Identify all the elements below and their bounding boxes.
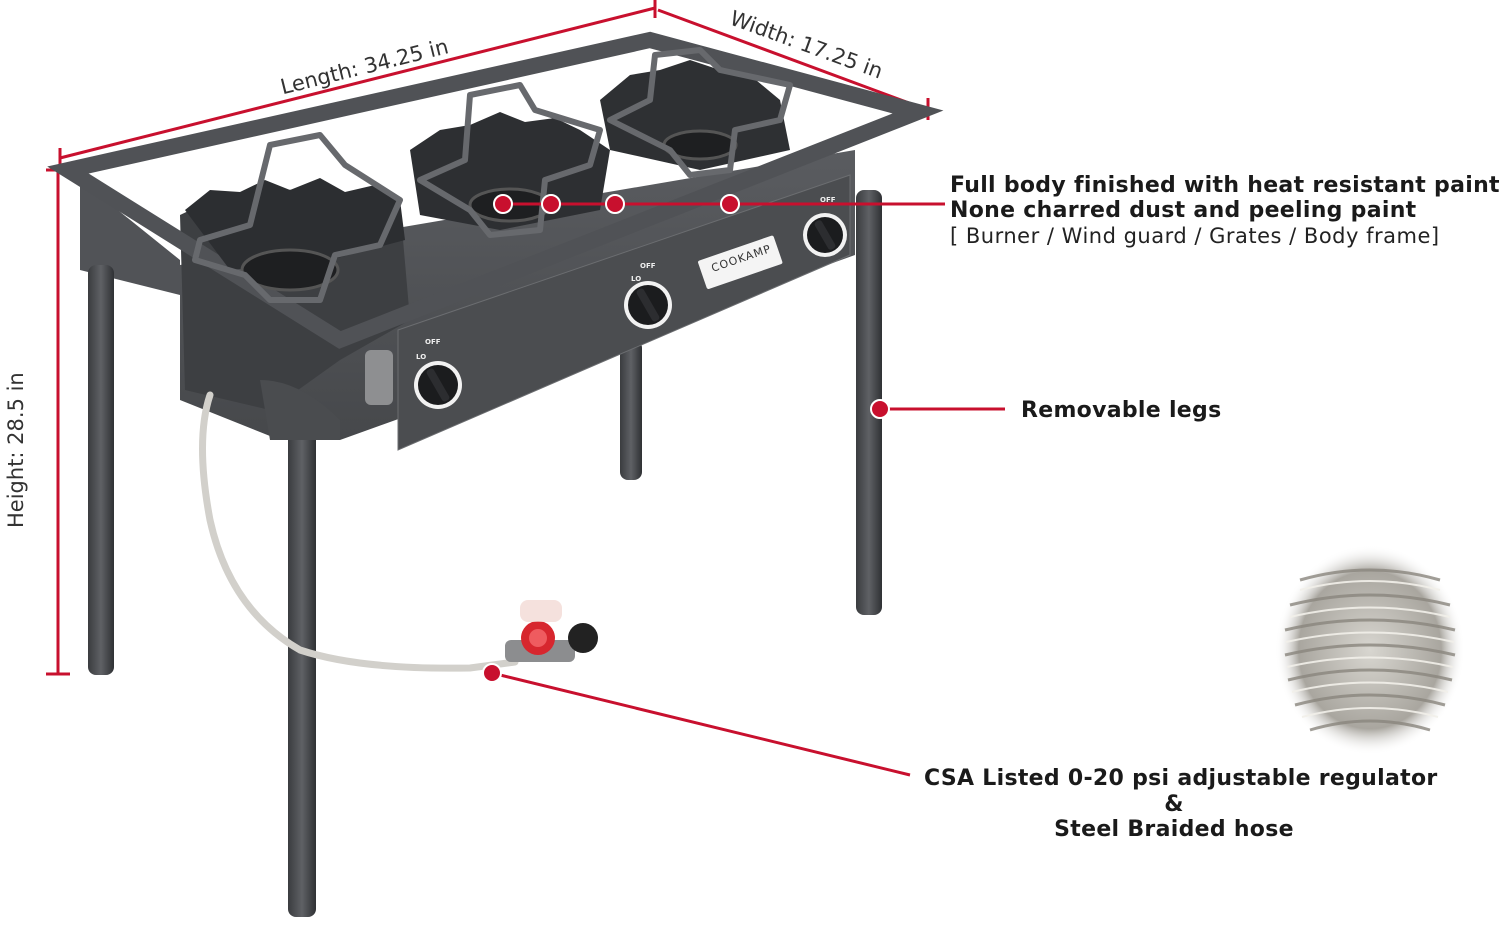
- knob-middle-lo: LO: [631, 275, 642, 283]
- legs-callout: [870, 399, 1005, 419]
- paint-callout: [493, 194, 945, 214]
- gas-hose: [199, 391, 519, 672]
- callout-dot-burner: [493, 194, 513, 214]
- brand-badge: [698, 235, 783, 289]
- knob-left-off: OFF: [425, 338, 441, 346]
- callout-dot-grates: [605, 194, 625, 214]
- height-dimension-line: [46, 168, 70, 676]
- knob-middle-off: OFF: [640, 262, 656, 270]
- callout-dot-wind-guard: [541, 194, 561, 214]
- callout-dot-body-frame: [720, 194, 740, 214]
- front-left-leg: [88, 265, 114, 675]
- control-panel: [397, 174, 851, 451]
- regulator-callout-line2: &: [1164, 792, 1184, 817]
- front-right-leg-arch: [260, 380, 340, 440]
- callout-dot-legs: [870, 399, 890, 419]
- wind-guard-right: [600, 60, 790, 170]
- cooking-grates: [192, 47, 793, 303]
- braided-hose-closeup: [1275, 545, 1465, 755]
- callout-dot-regulator: [482, 663, 502, 683]
- knob-left-lo: LO: [416, 353, 427, 361]
- left-frame-bracket: [68, 170, 180, 295]
- back-right-leg: [856, 190, 882, 615]
- wind-guard-left: [185, 178, 405, 270]
- height-label: Height: 28.5 in: [4, 372, 28, 528]
- burner-left: [240, 248, 340, 292]
- valve-manifold: [365, 350, 393, 405]
- legs-callout-label: Removable legs: [1021, 398, 1222, 423]
- knob-middle: [624, 281, 672, 329]
- knob-right: [803, 213, 847, 257]
- paint-callout-line2: None charred dust and peeling paint: [950, 198, 1417, 223]
- knob-left: [414, 361, 462, 409]
- paint-callout-line3: [ Burner / Wind guard / Grates / Body fr…: [950, 224, 1440, 248]
- paint-callout-line1: Full body finished with heat resistant p…: [950, 173, 1500, 198]
- regulator-callout-line3: Steel Braided hose: [1054, 817, 1294, 842]
- regulator-callout-line1: CSA Listed 0-20 psi adjustable regulator: [924, 766, 1438, 791]
- back-left-leg: [620, 340, 642, 480]
- front-right-leg: [288, 430, 316, 917]
- regulator-callout: [482, 663, 911, 777]
- gas-regulator: [505, 600, 598, 662]
- knob-right-off: OFF: [820, 196, 836, 204]
